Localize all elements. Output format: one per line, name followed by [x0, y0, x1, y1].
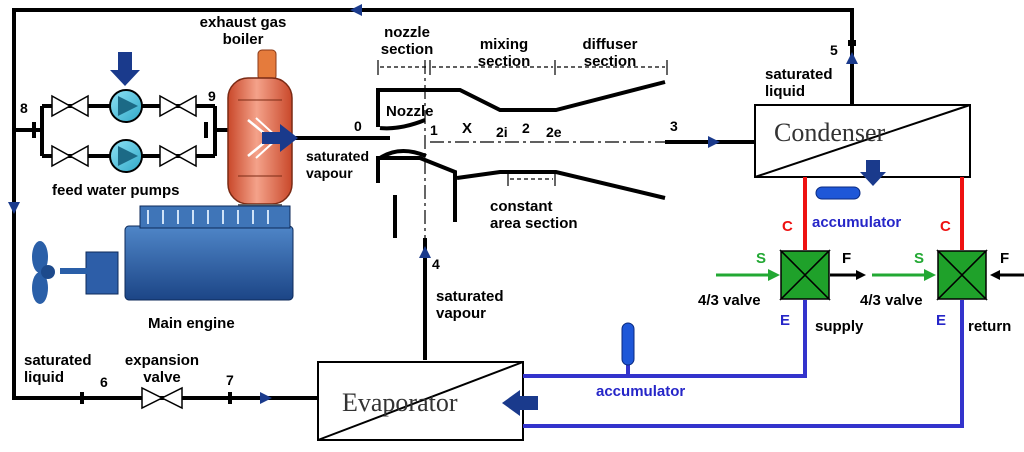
main-piping [12, 8, 854, 400]
expansion-valve-label: expansion valve [124, 352, 200, 386]
hot-legs [803, 177, 964, 250]
state-point-2i: 2i [496, 124, 508, 140]
evaporator-label: Evaporator [342, 388, 458, 417]
state-point-4: 4 [432, 256, 440, 272]
port-c-right: C [940, 218, 951, 235]
arrow-icon [8, 4, 858, 404]
nozzle-section-label: nozzle section [380, 24, 434, 58]
pipe-joints [32, 40, 856, 404]
exhaust-gas-boiler-label: exhaust gas boiler [199, 14, 287, 48]
evaporator [317, 361, 524, 441]
condenser-label: Condenser [774, 118, 886, 147]
nozzle-label: Nozzle [386, 103, 434, 120]
state-point-9: 9 [208, 88, 216, 104]
pump-icon [109, 89, 143, 173]
saturated-liquid-top-label: saturated liquid [765, 66, 833, 100]
condenser [754, 104, 971, 178]
port-e-left: E [780, 312, 791, 329]
state-point-2: 2 [522, 120, 530, 136]
state-point-2e: 2e [546, 124, 562, 140]
port-e-right: E [936, 312, 947, 329]
propeller-icon [32, 241, 55, 304]
saturated-vapour-0-label: saturated vapour [306, 148, 370, 181]
gate-valve-icon [141, 386, 183, 410]
port-f-left: F [842, 250, 852, 267]
four-way-valve-icon[interactable] [936, 249, 988, 301]
x-label: X [462, 120, 473, 137]
main-engine [60, 205, 294, 301]
accumulator-top-label: accumulator [812, 214, 902, 231]
valve-right-label: 4/3 valve [860, 292, 923, 309]
port-c-left: C [782, 218, 793, 235]
state-point-8: 8 [20, 100, 28, 116]
section-dimensions [377, 60, 668, 186]
supply-label: supply [815, 318, 864, 335]
saturated-vapour-4-label: saturated vapour [436, 288, 504, 322]
state-point-0: 0 [354, 118, 362, 134]
gate-valve-icon [51, 94, 197, 168]
constant-area-section-label: constant area section [490, 198, 578, 232]
port-s-left: S [756, 250, 767, 267]
saturated-liquid-left-label: saturated liquid [24, 352, 92, 386]
return-label: return [968, 318, 1012, 335]
feed-water-pumps-label: feed water pumps [52, 182, 180, 199]
port-s-right: S [914, 250, 925, 267]
port-f-right: F [1000, 250, 1010, 267]
accumulator-icon [815, 186, 861, 200]
state-point-3: 3 [670, 118, 678, 134]
diffuser-section-label: diffuser section [582, 36, 638, 70]
cold-legs [523, 300, 964, 428]
state-point-1: 1 [430, 122, 438, 138]
four-way-valve-icon[interactable] [779, 249, 831, 301]
mixing-section-label: mixing section [477, 36, 531, 70]
state-point-5: 5 [830, 42, 838, 58]
state-point-7: 7 [226, 372, 234, 388]
accumulator-bottom-label: accumulator [596, 383, 686, 400]
main-engine-label: Main engine [148, 315, 235, 332]
state-point-6: 6 [100, 374, 108, 390]
supply-signal-arrows [716, 269, 1024, 281]
accumulator-icon [621, 322, 635, 366]
valve-left-label: 4/3 valve [698, 292, 761, 309]
arrow-icon [110, 52, 886, 416]
